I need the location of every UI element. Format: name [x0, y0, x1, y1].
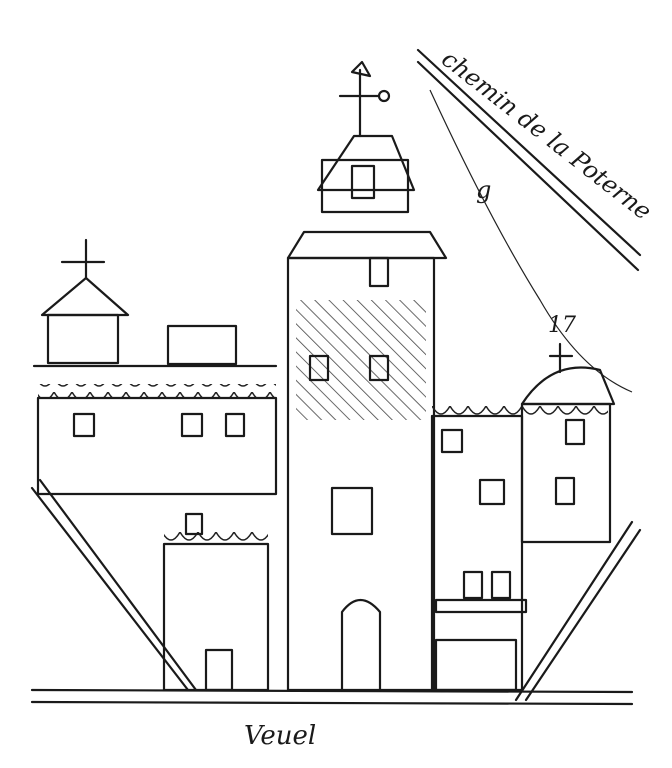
left-wing: [32, 364, 278, 496]
lower-left-block: [162, 512, 270, 692]
right-wing: [430, 404, 608, 692]
small-block: [166, 324, 238, 366]
annotation-mark-a: g: [476, 176, 491, 204]
annotation-mark-b: 17: [548, 313, 576, 338]
road-label: chemin de la Poterne: [436, 45, 657, 226]
ground-line: [30, 688, 634, 706]
left-small-house: [40, 238, 130, 365]
road: chemin de la Poterne: [416, 45, 657, 393]
right-pavilion: [434, 342, 616, 692]
caption: Veuel: [244, 721, 316, 751]
perimeter-walls: [30, 478, 642, 702]
central-tower: [286, 60, 448, 692]
